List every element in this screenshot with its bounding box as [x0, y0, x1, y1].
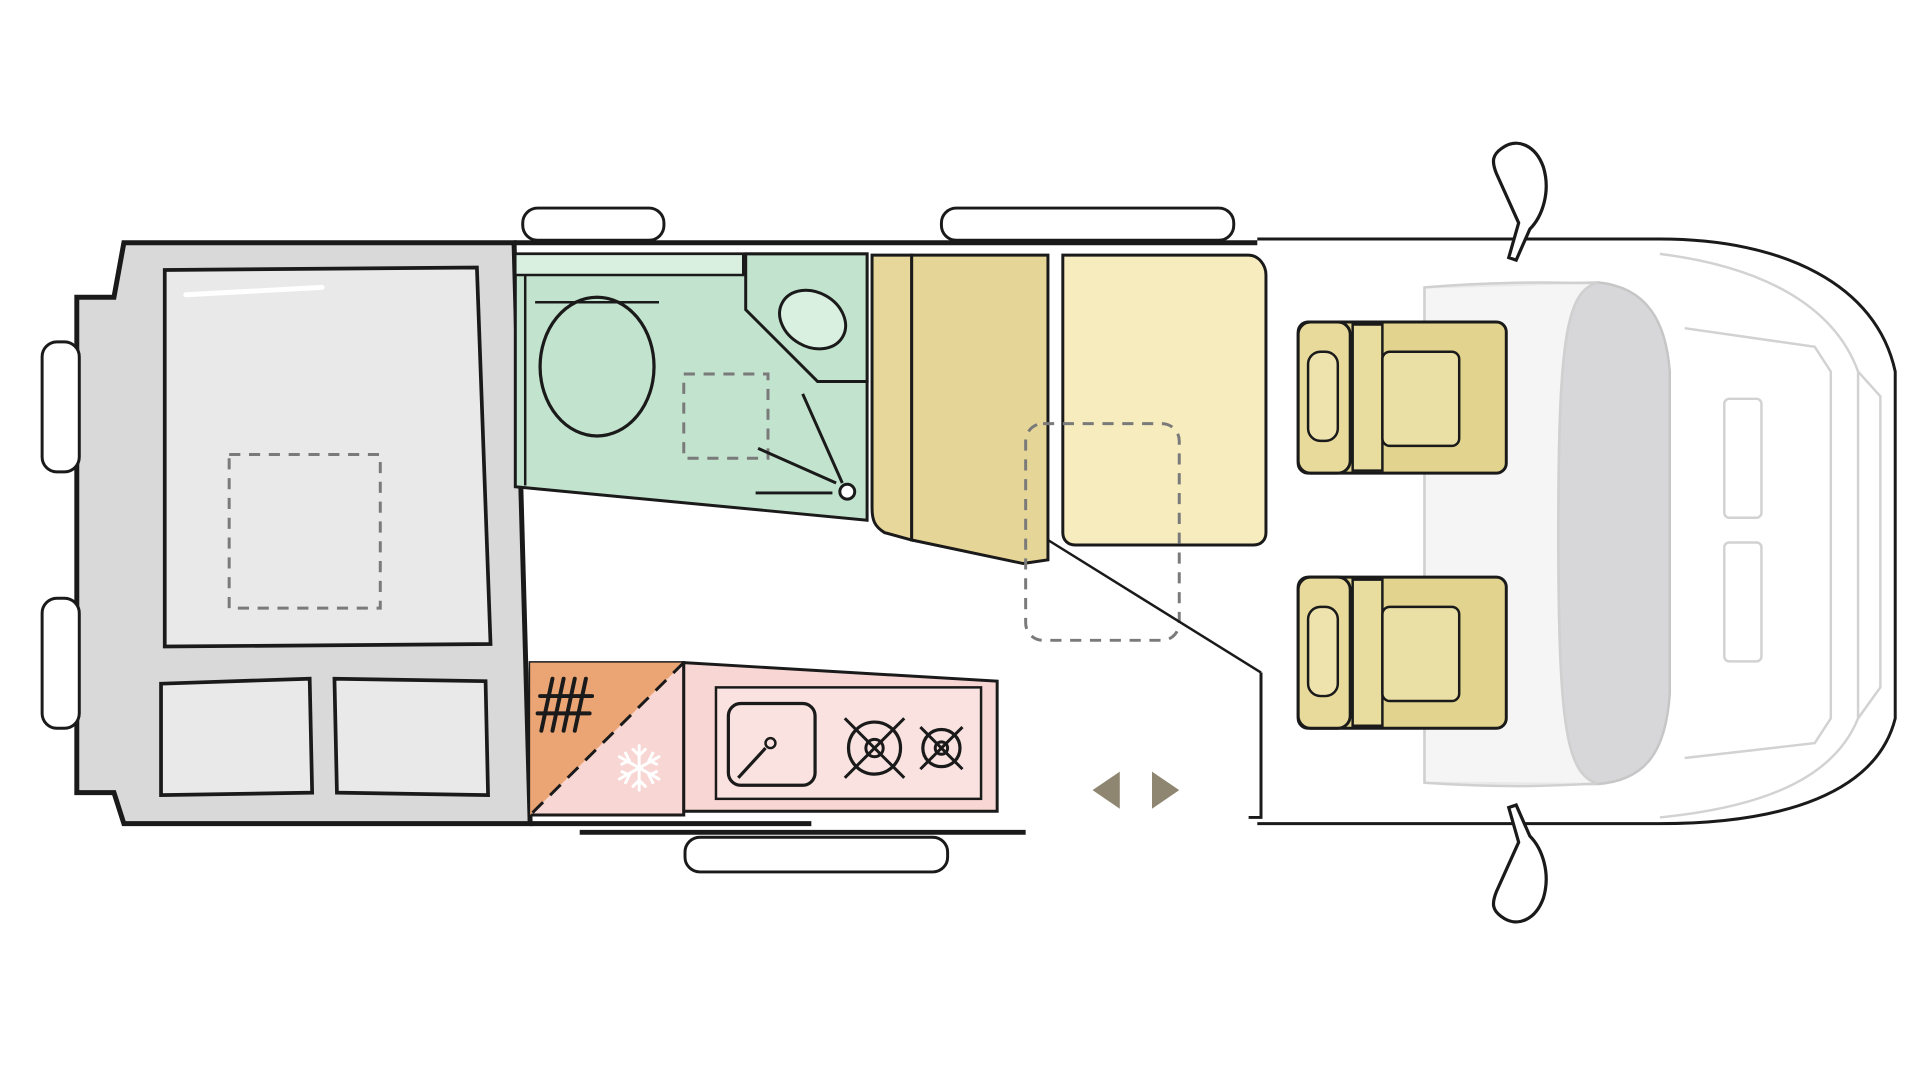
left-arrow-icon	[1092, 771, 1120, 809]
lounge-bench-end	[870, 253, 914, 542]
window-top-right	[939, 206, 1236, 242]
kitchen	[528, 661, 999, 817]
hob-burner-icon	[919, 725, 964, 771]
dashboard	[1557, 281, 1672, 786]
double-bed	[159, 265, 493, 798]
pillow-right	[332, 676, 490, 798]
lounge-divider	[1047, 538, 1262, 674]
seat-cushion	[1381, 350, 1461, 448]
lounge	[870, 253, 1268, 674]
dash-vent-bottom	[1723, 541, 1763, 663]
seat-armrest	[1351, 323, 1384, 472]
seat-headrest	[1306, 605, 1340, 698]
bonnet-lines	[1659, 252, 1882, 819]
oven-fridge-split	[529, 661, 685, 817]
wing-mirror-top	[1491, 141, 1548, 263]
snowflake-icon	[617, 744, 661, 792]
dash-vent-top	[1723, 397, 1763, 519]
mirror-icon	[1491, 141, 1548, 263]
wing-mirror-bottom	[1491, 803, 1548, 924]
sink-tap	[737, 746, 767, 779]
rear-light-top	[40, 340, 81, 474]
seat-cushion	[1381, 605, 1461, 703]
shower-rooflight	[682, 372, 770, 460]
right-arrow-icon	[1152, 771, 1180, 809]
window-top-left	[521, 206, 666, 242]
seat-headrest	[1306, 350, 1340, 443]
cab-partition	[1248, 672, 1263, 819]
hob-burner-icon	[843, 717, 906, 779]
shower-mixer	[838, 482, 857, 501]
sink-drain	[764, 736, 777, 750]
lounge-side-seat	[1061, 253, 1268, 547]
bed-rooflight	[227, 453, 382, 610]
washroom-shelf	[514, 252, 745, 277]
mattress	[162, 265, 493, 649]
entrance-door-indicator	[1092, 771, 1180, 809]
mirror-icon	[1491, 803, 1548, 924]
heater-grille-icon	[535, 676, 595, 733]
seat-armrest	[1351, 578, 1384, 728]
passenger-seat	[1296, 575, 1508, 730]
rear-light-bottom	[40, 596, 81, 730]
mattress-highlight	[183, 284, 325, 298]
window-bottom	[683, 835, 950, 874]
shower-door	[755, 393, 844, 495]
washbasin-icon	[778, 288, 848, 351]
toilet-icon	[538, 295, 656, 438]
lounge-bench-seat	[910, 253, 1050, 566]
driver-seat	[1296, 320, 1508, 475]
lounge-rooflight	[1024, 422, 1181, 642]
washroom	[513, 252, 869, 522]
pillow-left	[159, 676, 315, 798]
